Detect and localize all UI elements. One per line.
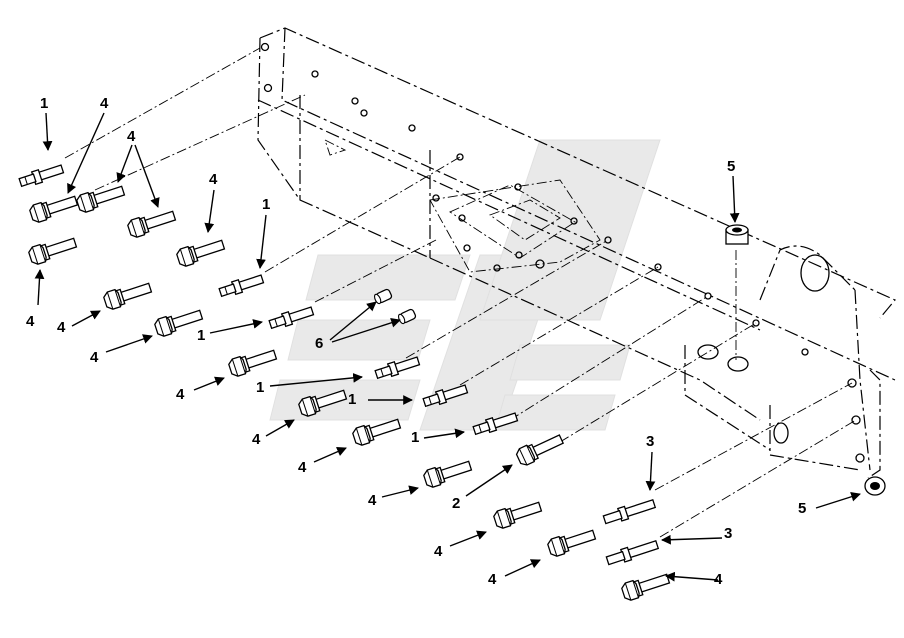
callout-label: 3 (724, 525, 732, 542)
callout-label: 4 (298, 459, 307, 476)
callout-label: 4 (127, 128, 136, 145)
callout-label: 4 (368, 492, 377, 509)
callout-label: 1 (40, 95, 48, 112)
callout-label: 5 (727, 158, 735, 175)
callout-label: 4 (434, 543, 443, 560)
callout-label: 6 (315, 335, 323, 352)
callout-label: 4 (209, 171, 218, 188)
callout-labels: 1 4 4 4 1 4 4 1 6 4 4 1 1 4 1 4 4 2 5 3 … (26, 95, 806, 588)
callout-label: 4 (100, 95, 109, 112)
callout-label: 2 (452, 495, 460, 512)
callout-label: 1 (411, 429, 419, 446)
callout-label: 4 (714, 571, 723, 588)
callout-label: 1 (262, 196, 270, 213)
callout-label: 4 (57, 319, 66, 336)
housing-holes (260, 42, 865, 463)
extension-lines (64, 47, 857, 538)
callout-label: 4 (176, 386, 185, 403)
callout-label: 1 (348, 391, 356, 408)
callout-label: 1 (197, 327, 205, 344)
hardware (17, 162, 886, 603)
callout-label: 4 (252, 431, 261, 448)
housing-outline (257, 27, 896, 479)
leader-arrows (34, 112, 861, 582)
callout-label: 1 (256, 379, 264, 396)
callout-label: 3 (646, 433, 654, 450)
callout-label: 4 (488, 571, 497, 588)
callout-label: 5 (798, 500, 806, 517)
callout-label: 4 (90, 349, 99, 366)
callout-label: 4 (26, 313, 35, 330)
